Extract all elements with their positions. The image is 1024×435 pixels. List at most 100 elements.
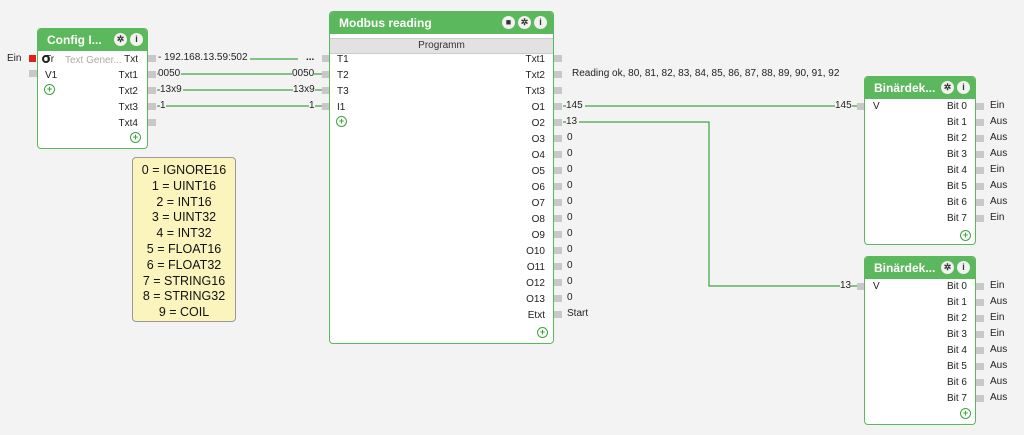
add-output-icon[interactable]: + (960, 230, 971, 241)
binary1-input-pin-v[interactable] (857, 103, 865, 110)
modbus-output-pin[interactable] (554, 295, 562, 302)
add-output-icon[interactable]: + (960, 408, 971, 419)
program-bar[interactable]: Programm (330, 38, 553, 54)
bit-state: Ein (990, 328, 1005, 339)
output-label-o6: O6 (531, 182, 545, 193)
info-icon[interactable]: i (534, 16, 547, 29)
settings-icon[interactable]: ✲ (114, 33, 127, 46)
binary2-output-pin[interactable] (976, 395, 984, 402)
wire-value-o2-src: 13 (566, 116, 580, 127)
modbus-input-pin-t1[interactable] (322, 55, 330, 62)
wire-value-txt-src: - 192.168.13.59:502 (156, 52, 250, 63)
binary-decoder-block-2[interactable]: Binärdek... ✲ i V Bit 0 Bit 1 Bit 2 Bit … (864, 256, 976, 425)
output-label-o12: O12 (526, 278, 545, 289)
modbus-block-header[interactable]: Modbus reading (330, 12, 553, 34)
bit-state: Ein (990, 312, 1005, 323)
input-label-t2: T2 (337, 70, 349, 81)
bit-state: Aus (990, 296, 1008, 307)
binary1-output-pin[interactable] (976, 119, 984, 126)
config-output-pin-txt4[interactable] (148, 119, 156, 126)
wire-o2 (563, 121, 864, 287)
config-output-pin-txt2[interactable] (148, 87, 156, 94)
add-output-icon[interactable]: + (537, 327, 548, 338)
wire-value-o2-dst: 13 (840, 280, 852, 291)
bit-label: Bit 6 (946, 377, 967, 388)
modbus-output-pin[interactable] (554, 167, 562, 174)
binary2-output-pin[interactable] (976, 347, 984, 354)
legend-line: 8 = STRING32 (142, 289, 226, 304)
bit-label: Bit 0 (946, 101, 967, 112)
trigger-input-circle[interactable] (42, 55, 50, 63)
output-value-o9: 0 (567, 228, 573, 239)
binary2-output-pin[interactable] (976, 315, 984, 322)
modbus-output-pin[interactable] (554, 247, 562, 254)
output-value-o13: 0 (567, 292, 573, 303)
modbus-output-pin[interactable] (554, 119, 562, 126)
modbus-input-pin-t2[interactable] (322, 71, 330, 78)
modbus-output-pin[interactable] (554, 215, 562, 222)
output-label-o10: O10 (526, 246, 545, 257)
bit-label: Bit 5 (946, 181, 967, 192)
modbus-output-pin[interactable] (554, 199, 562, 206)
output-label-o9: O9 (531, 230, 545, 241)
modbus-output-pin[interactable] (554, 263, 562, 270)
config-output-pin-txt1[interactable] (148, 71, 156, 78)
data-type-legend-note[interactable]: 0 = IGNORE16 1 = UINT16 2 = INT16 3 = UI… (132, 157, 236, 322)
binary1-output-pin[interactable] (976, 151, 984, 158)
add-output-icon[interactable]: + (130, 132, 141, 143)
settings-icon[interactable]: ✲ (518, 16, 531, 29)
binary2-output-pin[interactable] (976, 331, 984, 338)
output-value-o11: 0 (567, 260, 573, 271)
input-label-v1: V1 (45, 70, 58, 81)
input-label-tr: Tr (45, 54, 55, 65)
output-label-o13: O13 (526, 294, 545, 305)
binary2-input-pin-v[interactable] (857, 283, 865, 290)
modbus-output-pin[interactable] (554, 135, 562, 142)
info-icon[interactable]: i (957, 81, 970, 94)
modbus-output-pin[interactable] (554, 311, 562, 318)
bit-label: Bit 4 (946, 345, 967, 356)
binary2-output-pin[interactable] (976, 363, 984, 370)
modbus-output-pin[interactable] (554, 103, 562, 110)
settings-icon[interactable]: ✲ (941, 261, 954, 274)
settings-icon[interactable]: ✲ (941, 81, 954, 94)
binary1-output-pin[interactable] (976, 135, 984, 142)
binary1-output-pin[interactable] (976, 103, 984, 110)
bit-state: Aus (990, 116, 1008, 127)
input-label-v: V (873, 101, 880, 112)
output-label-txt4: Txt4 (118, 118, 138, 129)
program-label: Programm (418, 40, 465, 51)
config-output-pin-txt[interactable] (148, 55, 156, 62)
trigger-indicator[interactable] (29, 55, 36, 62)
binary1-output-pin[interactable] (976, 199, 984, 206)
binary1-output-pin[interactable] (976, 167, 984, 174)
legend-line: 4 = INT32 (156, 226, 212, 241)
info-icon[interactable]: i (130, 33, 143, 46)
bit-label: Bit 4 (946, 165, 967, 176)
add-input-icon[interactable]: + (44, 84, 55, 95)
modbus-output-pin[interactable] (554, 87, 562, 94)
modbus-reading-block[interactable]: Modbus reading ■ ✲ i Programm T1 T2 T3 I… (329, 11, 554, 344)
config-block[interactable]: Config I... ✲ i Tr V1 Text Gener... + Tx… (37, 28, 148, 149)
binary1-output-pin[interactable] (976, 183, 984, 190)
binary1-output-pin[interactable] (976, 215, 984, 222)
modbus-output-pin[interactable] (554, 183, 562, 190)
binary2-output-pin[interactable] (976, 283, 984, 290)
modbus-output-pin[interactable] (554, 71, 562, 78)
modbus-output-pin[interactable] (554, 55, 562, 62)
modbus-input-pin-t3[interactable] (322, 87, 330, 94)
add-input-icon[interactable]: + (336, 116, 347, 127)
modbus-output-pin[interactable] (554, 231, 562, 238)
modbus-output-pin[interactable] (554, 151, 562, 158)
binary-decoder-block-1[interactable]: Binärdek... ✲ i V Bit 0 Bit 1 Bit 2 Bit … (864, 76, 976, 245)
stop-icon[interactable]: ■ (502, 16, 515, 29)
config-output-pin-txt3[interactable] (148, 103, 156, 110)
modbus-output-pin[interactable] (554, 279, 562, 286)
bit-label: Bit 0 (946, 281, 967, 292)
output-label-o2: O2 (531, 118, 545, 129)
v1-input-pin[interactable] (29, 70, 37, 77)
binary2-output-pin[interactable] (976, 299, 984, 306)
modbus-input-pin-i1[interactable] (322, 103, 330, 110)
info-icon[interactable]: i (957, 261, 970, 274)
binary2-output-pin[interactable] (976, 379, 984, 386)
